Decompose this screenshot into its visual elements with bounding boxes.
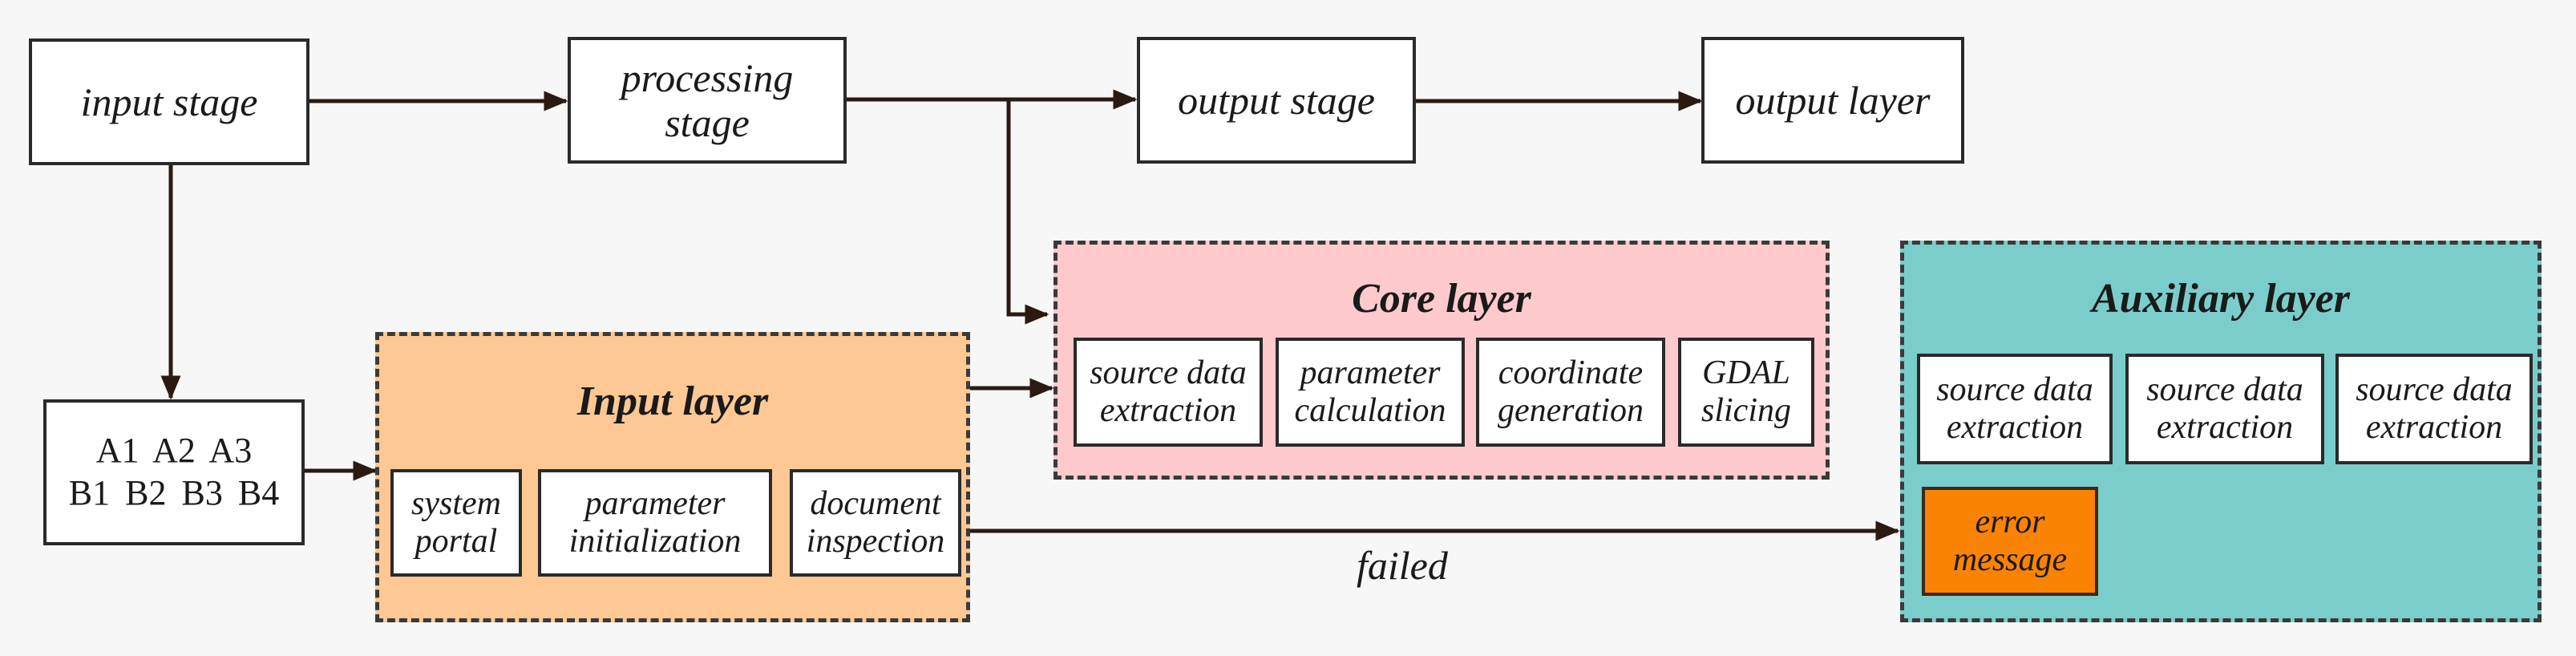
core-item-label: GDAL slicing [1701, 354, 1791, 429]
core-layer: Core layer source data extraction parame… [1053, 241, 1830, 480]
input-layer: Input layer system portal parameter init… [375, 332, 970, 622]
core-item-source-data-extraction: source data extraction [1074, 338, 1263, 447]
codes-box: A1 A2 A3 B1 B2 B3 B4 [43, 399, 305, 545]
core-item-parameter-calculation: parameter calculation [1276, 338, 1465, 447]
auxiliary-layer-title: Auxiliary layer [2091, 276, 2351, 322]
failed-edge-label: failed [1357, 543, 1448, 588]
core-item-label: source data extraction [1090, 354, 1247, 429]
input-item-label: parameter initialization [568, 484, 742, 560]
input-item-parameter-initialization: parameter initialization [538, 469, 772, 577]
input-item-system-portal: system portal [390, 469, 522, 577]
arrow-processing-to-core-layer [1006, 99, 1049, 325]
aux-item-source-data-extraction-1: source data extraction [1917, 354, 2113, 464]
output-layer-box: output layer [1701, 37, 1964, 164]
core-item-label: parameter calculation [1294, 354, 1446, 429]
input-stage-label: input stage [80, 79, 258, 124]
input-item-label: system portal [411, 484, 501, 560]
processing-stage-box: processing stage [568, 37, 847, 164]
processing-stage-label: processing stage [621, 55, 794, 145]
aux-item-label: source data extraction [2356, 371, 2513, 446]
error-message-box: error message [1922, 487, 2098, 596]
codes-row-a: A1 A2 A3 [95, 431, 253, 471]
input-item-document-inspection: document inspection [790, 469, 961, 577]
aux-item-label: source data extraction [2146, 371, 2303, 446]
auxiliary-layer: Auxiliary layer source data extraction s… [1900, 241, 2542, 622]
codes-row-b: B1 B2 B3 B4 [68, 473, 280, 512]
output-stage-label: output stage [1178, 78, 1375, 123]
core-item-label: coordinate generation [1498, 354, 1644, 429]
core-item-coordinate-generation: coordinate generation [1476, 338, 1665, 447]
input-stage-box: input stage [29, 38, 309, 165]
aux-item-source-data-extraction-2: source data extraction [2125, 354, 2324, 464]
core-item-gdal-slicing: GDAL slicing [1678, 338, 1814, 447]
aux-item-label: source data extraction [1936, 371, 2093, 446]
output-layer-label: output layer [1735, 78, 1931, 123]
aux-item-source-data-extraction-3: source data extraction [2335, 354, 2533, 464]
input-layer-title: Input layer [576, 379, 769, 424]
output-stage-box: output stage [1137, 37, 1416, 164]
input-item-label: document inspection [806, 484, 945, 560]
error-message-label: error message [1952, 503, 2068, 578]
core-layer-title: Core layer [1352, 276, 1531, 322]
